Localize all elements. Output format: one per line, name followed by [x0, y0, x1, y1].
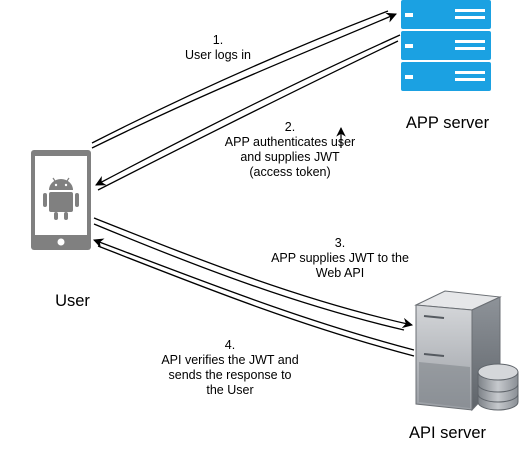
app-server-label: APP server: [405, 114, 490, 132]
step-number: 4.: [224, 338, 236, 352]
step-text-line: User logs in: [185, 48, 251, 62]
arrow-step-3: [93, 217, 414, 331]
arrow-step-1: [91, 10, 397, 149]
step-3-label: 3. APP supplies JWT to the Web API: [255, 236, 425, 281]
step-4-label: 4. API verifies the JWT and sends the re…: [145, 338, 315, 398]
database-server-icon: [414, 290, 519, 412]
step-text-line: API verifies the JWT and: [161, 353, 299, 367]
step-number: 1.: [212, 33, 224, 47]
arrow-step-2: [95, 34, 401, 191]
step-text-line: APP authenticates user: [224, 135, 356, 149]
step-text-line: (access token): [249, 165, 331, 179]
server-rack-icon: [401, 0, 491, 91]
step-text-line: Web API: [315, 266, 365, 280]
arrow-step-4: [93, 238, 415, 357]
android-phone-icon: [31, 150, 91, 250]
step-number: 2.: [284, 120, 296, 134]
step-text-line: and supplies JWT: [240, 150, 340, 164]
step-1-label: 1. User logs in: [168, 33, 268, 63]
step-number: 3.: [334, 236, 346, 250]
step-text-line: APP supplies JWT to the: [271, 251, 409, 265]
step-text-line: the User: [206, 383, 254, 397]
user-label: User: [55, 292, 90, 310]
step-2-label: 2. APP authenticates user and supplies J…: [210, 120, 370, 180]
api-server-label: API server: [408, 424, 487, 442]
step-text-line: sends the response to: [168, 368, 292, 382]
